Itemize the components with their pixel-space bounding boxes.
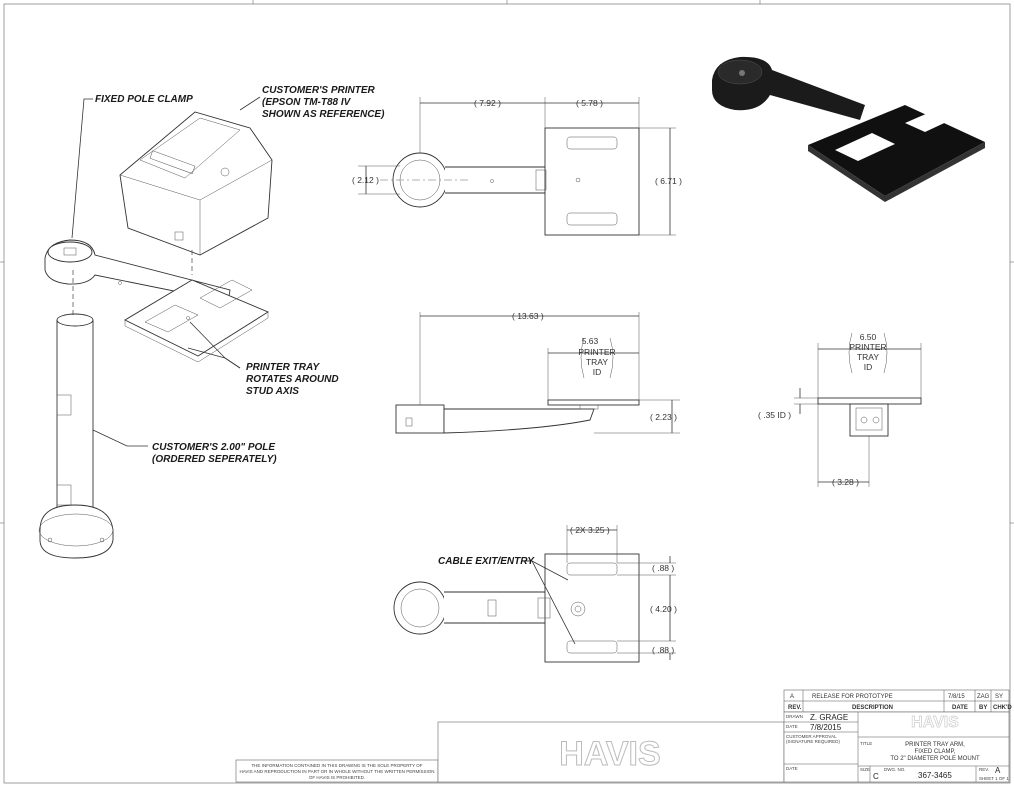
svg-text:DATE: DATE	[786, 724, 798, 729]
top-view: ( 7.92 ) ( 5.78 ) ( 2.12 ) ( 6.71 )	[352, 97, 682, 236]
svg-text:CUSTOMER APPROVAL: CUSTOMER APPROVAL	[786, 734, 837, 739]
callout-tray-2: ROTATES AROUND	[246, 374, 339, 385]
dim-end-id-l3: ID	[864, 362, 873, 372]
svg-text:(SIGNATURE REQUIRED): (SIGNATURE REQUIRED)	[786, 739, 840, 744]
rev-description: RELEASE FOR PROTOTYPE	[812, 694, 893, 700]
svg-text:OF HAVIS IS PROHIBITED.: OF HAVIS IS PROHIBITED.	[309, 775, 365, 780]
dim-bottom-edge-top: ( .88 )	[652, 563, 674, 573]
dwg-number: 367-3465	[918, 771, 952, 780]
dim-tray-id-value: 5.63	[582, 336, 599, 346]
svg-text:DRAWN: DRAWN	[786, 714, 803, 719]
sheet-border	[3, 3, 1011, 784]
callout-tray-1: PRINTER TRAY	[246, 362, 320, 373]
title-line-1: PRINTER TRAY ARM,	[905, 742, 965, 748]
svg-text:BY: BY	[979, 705, 987, 711]
callout-fixed-pole-clamp: FIXED POLE CLAMP	[95, 94, 193, 105]
printer-reference	[119, 111, 273, 256]
rev-date: 7/8/15	[948, 694, 965, 700]
title-line-2: FIXED CLAMP,	[915, 749, 956, 755]
drawn-by-value: Z. GRAGE	[810, 713, 848, 722]
svg-text:SIZE: SIZE	[860, 767, 870, 772]
dim-end-base: ( 3.28 )	[832, 477, 859, 487]
rev-by: ZAG	[977, 694, 990, 700]
dim-top-b: ( 5.78 )	[576, 98, 603, 108]
havis-logo-watermark: HAVIS	[559, 735, 660, 773]
dim-tray-depth: ( 6.71 )	[655, 176, 682, 186]
bottom-view: ( 2X 3.25 ) ( .88 ) ( 4.20 ) ( .88 ) CAB…	[393, 525, 677, 663]
callout-printer-1: CUSTOMER'S PRINTER	[262, 85, 376, 96]
drawn-date-value: 7/8/2015	[810, 723, 842, 732]
end-view: 6.50 PRINTER TRAY ID ( .35 ID ) ( 3.28 )	[758, 332, 922, 487]
rendered-iso-view	[712, 56, 985, 202]
dim-end-offset: ( .35 ID )	[758, 410, 791, 420]
dim-end-id-l1: PRINTER	[849, 342, 886, 352]
dim-overall-length: ( 13.63 )	[512, 311, 544, 321]
svg-text:DATE: DATE	[952, 705, 968, 711]
havis-logo-small: HAVIS	[911, 714, 959, 731]
dim-tray-id-l2: TRAY	[586, 357, 608, 367]
svg-text:TITLE: TITLE	[860, 741, 872, 746]
svg-text:DWG. NO.: DWG. NO.	[884, 767, 906, 772]
svg-text:REV.: REV.	[979, 767, 989, 772]
svg-text:DATE: DATE	[786, 766, 798, 771]
dim-bottom-edge-bottom: ( .88 )	[652, 645, 674, 655]
title-rev-value: A	[995, 766, 1001, 775]
dim-end-id-value: 6.50	[860, 332, 877, 342]
size-value: C	[873, 772, 879, 781]
dim-clamp-height: ( 2.12 )	[352, 175, 379, 185]
side-view: ( 13.63 ) 5.63 PRINTER TRAY ID ( 2.23 )	[395, 311, 680, 434]
dim-top-a: ( 7.92 )	[474, 98, 501, 108]
dim-end-id-l2: TRAY	[857, 352, 879, 362]
svg-text:THE INFORMATION CONTAINED IN T: THE INFORMATION CONTAINED IN THIS DRAWIN…	[251, 763, 422, 768]
title-line-3: TO 2" DIAMETER POLE MOUNT	[890, 756, 980, 762]
callout-tray-3: STUD AXIS	[246, 386, 299, 397]
callout-pole-2: (ORDERED SEPERATELY)	[152, 454, 277, 465]
svg-text:REV.: REV.	[788, 705, 802, 711]
dim-bottom-middle: ( 4.20 )	[650, 604, 677, 614]
svg-text:DESCRIPTION: DESCRIPTION	[852, 705, 893, 711]
dim-bottom-slot: ( 2X 3.25 )	[570, 525, 610, 535]
svg-text:CHK'D: CHK'D	[993, 705, 1012, 711]
callout-cable: CABLE EXIT/ENTRY	[438, 556, 535, 567]
svg-text:SHEET 1 OF 1: SHEET 1 OF 1	[979, 776, 1009, 781]
rev-letter: A	[790, 694, 794, 700]
callout-pole-1: CUSTOMER'S 2.00" POLE	[152, 442, 275, 453]
proprietary-notice: THE INFORMATION CONTAINED IN THIS DRAWIN…	[235, 759, 439, 783]
callout-printer-3: SHOWN AS REFERENCE)	[262, 109, 385, 120]
printer-tray-iso	[124, 279, 269, 363]
rev-chkd: SY	[995, 694, 1003, 700]
isometric-assembly-view: FIXED POLE CLAMP CUSTOMER'S PRINTER (EPS…	[38, 85, 385, 559]
dim-tray-id-l3: ID	[593, 367, 602, 377]
callout-printer-2: (EPSON TM-T88 IV	[262, 97, 352, 108]
dim-tray-id-l1: PRINTER	[578, 347, 615, 357]
pole-iso	[38, 313, 114, 559]
title-block: HAVIS A RELEASE FOR PROTOTYPE 7/8/15 ZAG…	[437, 689, 1012, 783]
svg-text:HAVIS AND REPRODUCTION IN PART: HAVIS AND REPRODUCTION IN PART OR IN WHO…	[239, 769, 434, 774]
dim-side-height: ( 2.23 )	[650, 412, 677, 422]
